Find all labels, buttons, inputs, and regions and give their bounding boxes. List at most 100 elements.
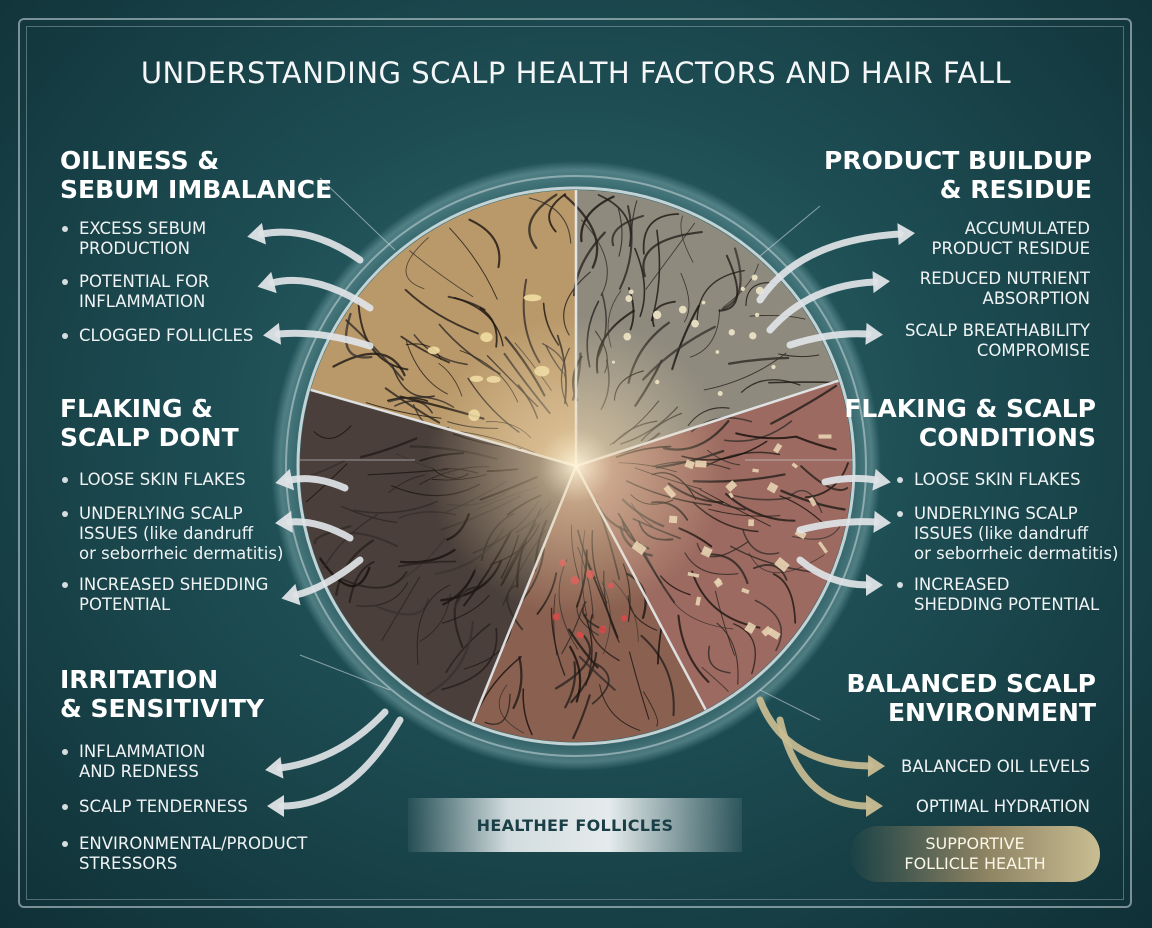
hair-strand — [567, 628, 599, 669]
hair-strand — [468, 218, 501, 269]
hair-strand — [656, 626, 663, 665]
skin-flake — [748, 519, 755, 527]
residue-particle — [728, 329, 735, 336]
hair-strand — [357, 301, 409, 371]
item-line: BALANCED OIL LEVELS — [901, 757, 1090, 776]
item-line: INCREASED — [914, 575, 1010, 594]
arrow-head — [263, 322, 282, 345]
skin-flake — [687, 572, 700, 578]
curved-arrow — [276, 708, 389, 772]
hair-strand — [779, 495, 825, 525]
arrow-head — [866, 795, 883, 817]
hair-strand — [651, 300, 676, 328]
hair-strand — [572, 231, 606, 297]
curved-arrow — [786, 330, 872, 349]
hair-strand — [753, 564, 788, 581]
item-line: LOOSE SKIN FLAKES — [79, 470, 246, 489]
curved-arrow — [821, 474, 880, 486]
hair-strand — [313, 425, 352, 439]
hair-strand — [640, 634, 675, 717]
list-item: BALANCED OIL LEVELS — [901, 757, 1090, 777]
leader-line — [299, 654, 391, 691]
hair-strand — [335, 539, 374, 596]
hair-strand — [405, 341, 448, 395]
item-line: or seborrheic dermatitis) — [914, 544, 1119, 563]
skin-flake — [700, 545, 713, 558]
hair-strand — [796, 435, 837, 451]
arrow-head — [275, 468, 295, 491]
heading-line: PRODUCT BUILDUP — [824, 146, 1092, 175]
hair-strand — [778, 353, 820, 358]
bullet-dot — [897, 582, 903, 588]
heading-balanced: BALANCED SCALP ENVIRONMENT — [847, 669, 1096, 727]
hair-strand — [714, 590, 735, 656]
residue-particle — [701, 300, 706, 305]
item-line: COMPROMISE — [976, 341, 1090, 360]
supportive-health-pill: SUPPORTIVE FOLLICLE HEALTH — [850, 826, 1100, 882]
bullet-dot — [897, 511, 903, 517]
curved-arrow — [796, 556, 872, 589]
item-line: SCALP TENDERNESS — [79, 797, 248, 816]
hair-strand — [405, 343, 442, 360]
curved-arrow — [286, 475, 349, 492]
red-spot — [552, 613, 561, 621]
hair-strand — [740, 379, 801, 393]
item-line: INCREASED SHEDDING — [79, 575, 269, 594]
skin-flake — [744, 621, 757, 634]
residue-particle — [628, 289, 634, 295]
inner-frame — [26, 26, 1124, 900]
curved-arrow — [268, 276, 374, 312]
residue-particle — [715, 350, 720, 354]
list-item: CLOGGED FOLLICLES — [79, 326, 253, 346]
sebum-droplet — [427, 346, 440, 355]
residue-particle — [751, 274, 758, 281]
hair-strand — [800, 465, 849, 492]
curved-arrow — [796, 518, 880, 534]
outer-frame — [18, 18, 1132, 908]
heading-line: SCALP DONT — [60, 423, 239, 452]
hair-strand — [416, 584, 451, 666]
hair-strand — [748, 552, 825, 574]
hair-strand — [352, 500, 438, 514]
hair-strand — [348, 532, 399, 548]
hair-strand — [399, 548, 456, 564]
hair-strand — [388, 474, 425, 493]
hair-strand — [569, 645, 582, 703]
arrow-head — [897, 223, 915, 246]
hair-strand — [772, 573, 797, 624]
arrow-head — [265, 756, 284, 779]
hair-strand — [599, 684, 641, 731]
hair-strand — [725, 492, 796, 522]
hair-strand — [770, 384, 838, 425]
hair-strand — [669, 596, 734, 630]
center-glow — [426, 316, 726, 616]
hair-strand — [597, 194, 632, 247]
heading-irritation: IRRITATION & SENSITIVITY — [60, 665, 264, 723]
hair-strand — [677, 614, 710, 683]
hair-strand — [618, 205, 633, 290]
heading-oiliness: OILINESS & SEBUM IMBALANCE — [60, 146, 332, 204]
hair-strand — [563, 194, 599, 269]
residue-particle — [771, 364, 776, 370]
skin-flake — [713, 578, 724, 588]
item-line: POTENTIAL FOR — [79, 272, 210, 291]
item-line: POTENTIAL — [79, 595, 171, 614]
hair-strand — [373, 597, 430, 616]
list-item: EXCESS SEBUM PRODUCTION — [79, 219, 206, 259]
curved-arrow — [292, 556, 364, 599]
curved-arrow — [286, 518, 354, 542]
list-item: SCALP TENDERNESS — [79, 797, 248, 817]
hair-strand — [628, 651, 650, 720]
arrow-head — [867, 754, 885, 777]
item-line: or seborrheic dermatitis) — [79, 544, 284, 563]
hair-strand — [409, 250, 474, 298]
hair-strand — [733, 623, 756, 675]
bullet-dot — [62, 841, 68, 847]
hair-strand — [768, 381, 836, 384]
bullet-dot — [897, 477, 903, 483]
item-line: EXCESS SEBUM — [79, 219, 207, 238]
heading-line: & SENSITIVITY — [60, 694, 264, 723]
list-item: ENVIRONMENTAL/PRODUCT STRESSORS — [79, 834, 307, 874]
item-line: PRODUCT RESIDUE — [931, 239, 1090, 258]
